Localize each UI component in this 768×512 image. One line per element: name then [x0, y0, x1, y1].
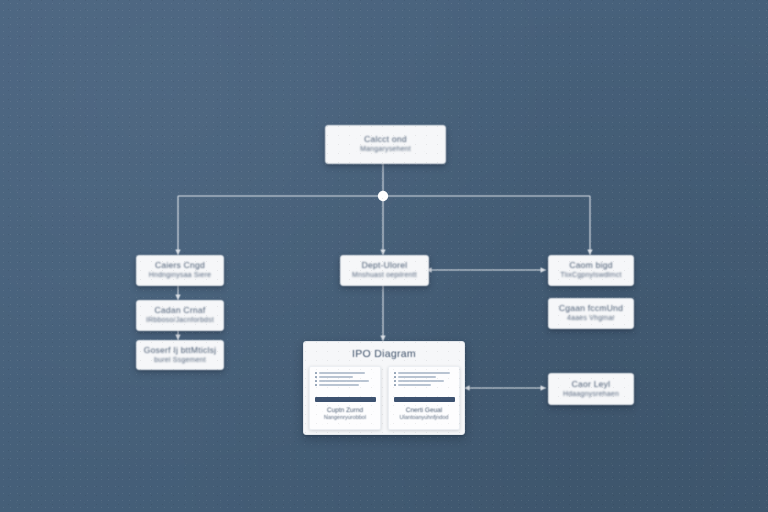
subcard-left-caption: Cuptn Zurnd Nangenryurobbol	[312, 407, 378, 423]
subcard-right-bullets	[394, 372, 455, 388]
node-left-1-line1: Caiers Cngd	[155, 260, 205, 271]
bullet-row	[315, 376, 376, 378]
bullet-row	[394, 372, 455, 374]
bullet-dot-icon	[315, 376, 317, 378]
bullet-dot-icon	[394, 380, 396, 382]
bullet-row	[315, 380, 376, 382]
subcard-left-caption-line2: Nangenryurobbol	[323, 415, 367, 422]
node-left-2-line1: Cadan Crnaf	[154, 305, 206, 316]
node-right-2-line1: Cgaan fccmUnd	[558, 303, 624, 314]
node-right-2-line2: 4aaes Vhgmar	[567, 315, 615, 323]
subcard-right-caption: Cnerti Geual Ulantoanyuhnfjndod	[391, 407, 457, 423]
bullet-row	[394, 376, 455, 378]
node-center[interactable]: Dept-Ulorel Mnshuast oepilrentt	[340, 255, 429, 286]
node-left-3-line1: Goserf Ij bttMticlsj	[143, 344, 217, 355]
ipo-diagram-panel[interactable]: IPO Diagram Cuptn Zurnd Nangenryurobbol	[303, 341, 465, 435]
subcard-left-bullets	[315, 372, 376, 388]
bullet-dot-icon	[394, 376, 396, 378]
subcard-right-caption-line1: Cnerti Geual	[405, 407, 443, 414]
subcard-right-accent-bar	[394, 397, 455, 402]
bullet-row	[315, 384, 376, 386]
node-left-1-line2: Hndnginysaa Siere	[148, 272, 212, 280]
bullet-dot-icon	[394, 384, 396, 386]
node-left-3-line2: burel Ssgement	[154, 356, 206, 364]
junction-dot	[377, 190, 389, 202]
node-right-3[interactable]: Caor Leyl Hdaagnysrehaen	[548, 373, 634, 405]
bullet-dot-icon	[394, 372, 396, 374]
node-left-1[interactable]: Caiers Cngd Hndnginysaa Siere	[136, 255, 224, 286]
node-center-line2: Mnshuast oepilrentt	[352, 272, 417, 280]
node-left-2[interactable]: Cadan Crnaf IRbboso/Jacnforbdst	[136, 300, 224, 331]
bullet-dot-icon	[315, 384, 317, 386]
bullet-row	[394, 380, 455, 382]
bullet-row	[315, 372, 376, 374]
subcard-left-caption-line1: Cuptn Zurnd	[326, 407, 364, 414]
node-right-3-line1: Caor Leyl	[571, 378, 611, 389]
node-root[interactable]: Calcct ond Mangarysehent	[325, 125, 446, 164]
subcard-right-caption-line2: Ulantoanyuhnfjndod	[399, 415, 449, 422]
node-right-2[interactable]: Cgaan fccmUnd 4aaes Vhgmar	[548, 298, 634, 329]
node-root-line2: Mangarysehent	[360, 146, 411, 154]
subcard-left-accent-bar	[315, 397, 376, 402]
node-right-1-line1: Caom bigd	[569, 260, 613, 271]
node-right-1[interactable]: Caom bigd TlixCgpnylswdlmct	[548, 255, 634, 286]
node-left-2-line2: IRbboso/Jacnforbdst	[145, 317, 214, 325]
node-right-3-line2: Hdaagnysrehaen	[562, 390, 620, 398]
node-right-1-line2: TlixCgpnylswdlmct	[560, 272, 622, 280]
ipo-diagram-title: IPO Diagram	[352, 348, 416, 360]
subcard-right[interactable]: Cnerti Geual Ulantoanyuhnfjndod	[388, 366, 460, 430]
bullet-dot-icon	[315, 372, 317, 374]
bullet-dot-icon	[315, 380, 317, 382]
node-center-line1: Dept-Ulorel	[361, 260, 408, 271]
node-root-line1: Calcct ond	[364, 134, 407, 145]
bullet-row	[394, 384, 455, 386]
subcard-left[interactable]: Cuptn Zurnd Nangenryurobbol	[309, 366, 381, 430]
node-left-3[interactable]: Goserf Ij bttMticlsj burel Ssgement	[136, 340, 224, 370]
